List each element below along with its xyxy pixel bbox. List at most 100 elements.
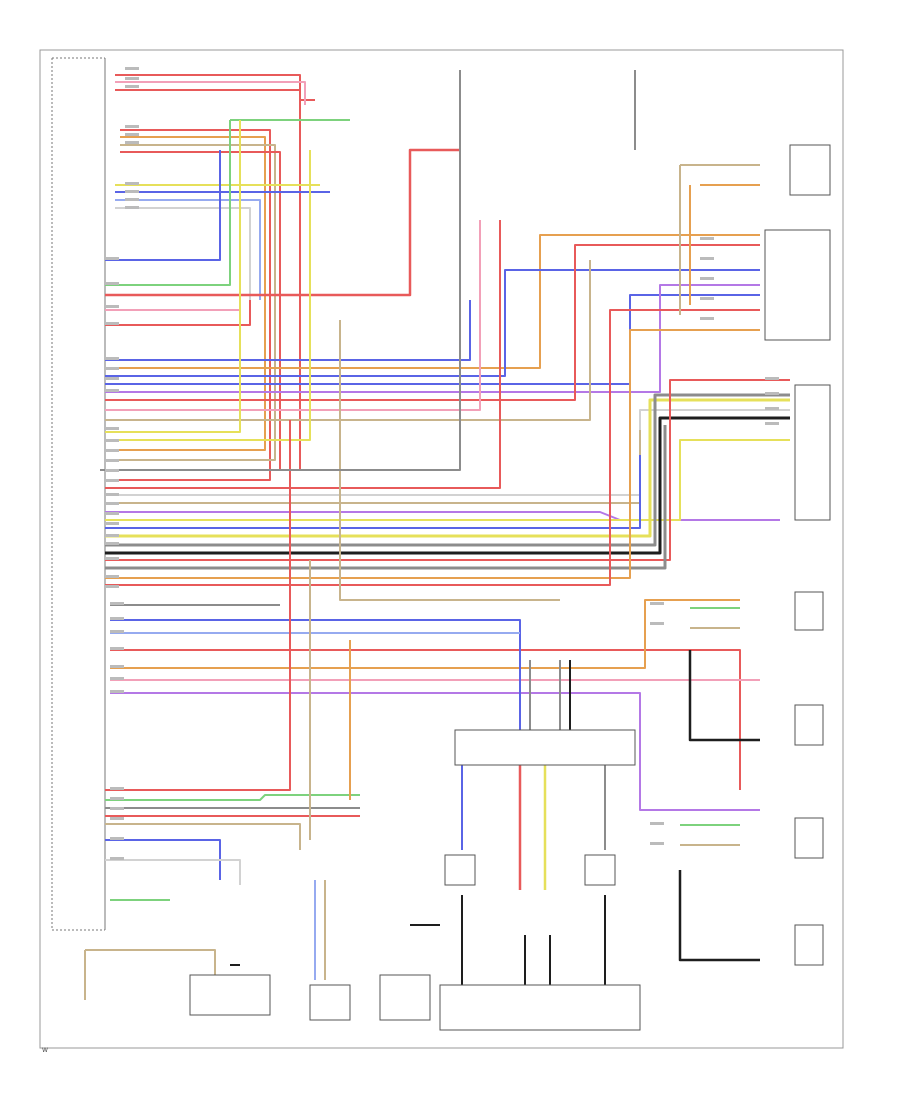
wire-label	[110, 837, 124, 840]
wire	[105, 455, 641, 529]
left-frequency-sound-unit	[379, 974, 431, 1021]
wire	[105, 425, 667, 570]
wire	[105, 144, 276, 461]
wire	[105, 859, 241, 885]
label-layer	[105, 67, 779, 860]
wire-label	[650, 622, 664, 625]
wire	[105, 416, 790, 555]
right-rear-tweeter-box	[789, 144, 831, 196]
wire-label	[105, 469, 119, 472]
wire-label	[700, 277, 714, 280]
wire-label	[110, 690, 124, 693]
wire	[105, 129, 271, 481]
wire	[105, 284, 760, 393]
wire-label	[125, 67, 139, 70]
wire-label	[110, 797, 124, 800]
wire	[105, 260, 591, 421]
wire	[85, 949, 216, 975]
wire-label	[125, 141, 139, 144]
wire	[105, 150, 221, 261]
wire-label	[105, 542, 119, 545]
wire	[110, 599, 740, 669]
wire-label	[105, 459, 119, 462]
wire	[115, 81, 306, 105]
wire	[110, 619, 521, 720]
left-front-speaker	[794, 817, 824, 859]
wire-label	[700, 257, 714, 260]
wire	[105, 329, 760, 579]
central-control-unit	[439, 984, 641, 1031]
wire-label	[105, 257, 119, 260]
wire	[115, 207, 251, 310]
wire-label	[105, 357, 119, 360]
wire-label	[650, 602, 664, 605]
wire	[105, 794, 360, 801]
wire-label	[110, 787, 124, 790]
central-amp-box-right	[584, 854, 616, 886]
wire-label	[125, 77, 139, 80]
wire-label	[125, 125, 139, 128]
wire	[105, 420, 291, 791]
wire-label	[105, 282, 119, 285]
wire	[115, 74, 315, 101]
wire	[105, 309, 760, 586]
wire-label	[765, 407, 779, 410]
wire	[115, 89, 301, 470]
wire-label	[125, 182, 139, 185]
wire-label	[105, 585, 119, 588]
wire	[110, 649, 741, 790]
wire-label	[110, 617, 124, 620]
wire	[105, 823, 301, 850]
wire-label	[125, 190, 139, 193]
antenna-amplifier	[189, 974, 271, 1016]
wire	[105, 220, 501, 489]
wire	[105, 398, 790, 538]
wire-layer	[84, 70, 790, 1000]
wire-label	[105, 449, 119, 452]
wire-label	[650, 822, 664, 825]
wire-label	[105, 502, 119, 505]
component-layer	[189, 144, 831, 1031]
wire-label	[765, 392, 779, 395]
left-rear-speaker-connector	[794, 384, 831, 521]
wire	[105, 393, 790, 547]
wire	[105, 148, 460, 297]
wire	[110, 692, 760, 811]
wire	[105, 269, 760, 377]
wire-label	[110, 602, 124, 605]
audio-module-dashed-border	[51, 58, 105, 931]
wire	[105, 409, 790, 496]
wire-label	[105, 534, 119, 537]
wire	[105, 300, 471, 361]
wire-label	[110, 677, 124, 680]
wire-label	[105, 512, 119, 515]
wire-label	[105, 305, 119, 308]
wire-label	[110, 665, 124, 668]
outer-frame	[39, 49, 844, 1049]
wire	[105, 839, 221, 880]
wire	[105, 234, 760, 369]
wire-label	[105, 427, 119, 430]
wire	[678, 870, 760, 962]
wire	[105, 439, 790, 521]
wire-label	[105, 575, 119, 578]
wire	[105, 379, 790, 561]
wire	[105, 120, 231, 286]
right-front-tweeter	[794, 704, 824, 746]
wire-label	[110, 807, 124, 810]
wire-label	[110, 630, 124, 633]
wire-label	[125, 206, 139, 209]
wire-label	[105, 522, 119, 525]
wire-label	[700, 297, 714, 300]
wire-label	[105, 439, 119, 442]
wire-label	[700, 317, 714, 320]
wire-label	[125, 85, 139, 88]
wire	[688, 650, 760, 742]
wire-label	[650, 842, 664, 845]
subwoofer-speaker	[309, 984, 351, 1021]
wire	[105, 136, 266, 451]
wire-label	[105, 479, 119, 482]
wire-label	[765, 377, 779, 380]
wire	[105, 300, 251, 326]
